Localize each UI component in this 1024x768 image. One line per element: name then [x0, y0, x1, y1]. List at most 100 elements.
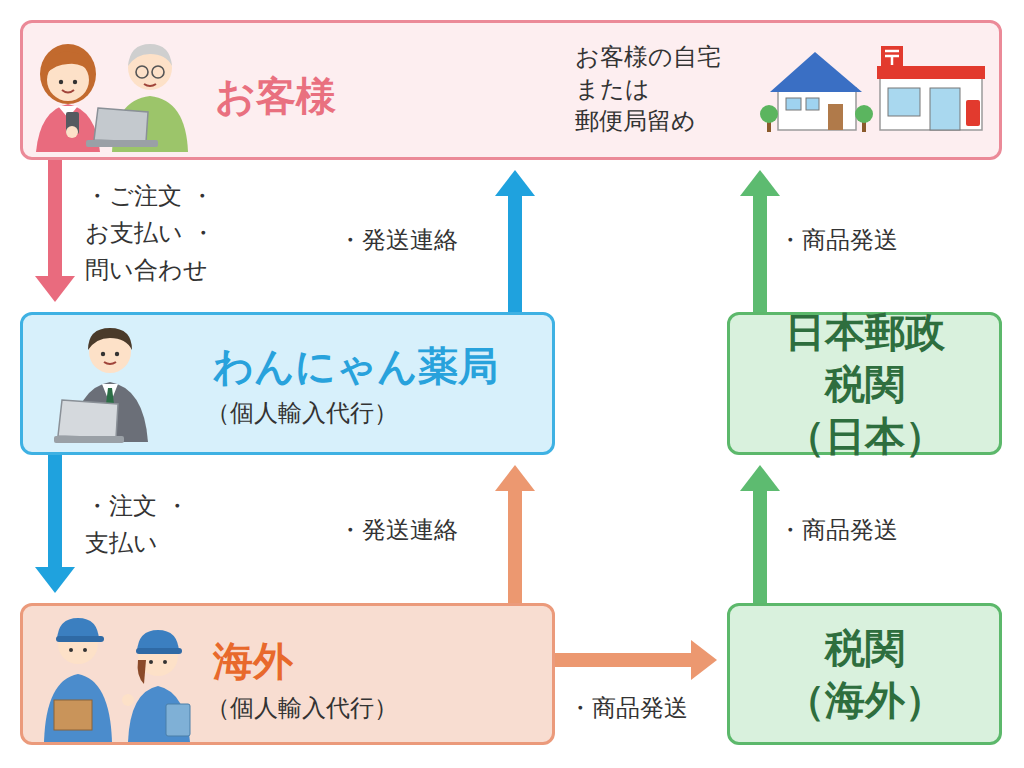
staff-figure — [54, 328, 148, 443]
process-box: 海外 （個人輸入代行） — [20, 603, 555, 745]
house-icon-part — [806, 98, 819, 110]
old-man-figure-part — [128, 46, 172, 90]
house-icon — [760, 52, 873, 132]
node-title: 税関（海外） — [750, 622, 980, 726]
worker-figure-part — [163, 660, 167, 664]
flow-arrow — [508, 196, 522, 312]
node-title: 海外 — [213, 637, 293, 685]
staff-figure-part — [101, 352, 105, 356]
worker-figure-part — [166, 704, 190, 736]
house-icon-part — [828, 104, 843, 130]
old-man-figure-part — [152, 66, 164, 78]
woman-figure-part — [40, 44, 96, 104]
worker-figure-part — [83, 648, 87, 652]
house-icon-part — [855, 105, 873, 123]
post-office-icon-part — [891, 56, 894, 65]
worker-figure-part — [128, 686, 190, 742]
house-icon-part — [778, 88, 856, 130]
worker-figure-part — [69, 648, 73, 652]
worker-figure-part — [122, 694, 134, 706]
staff-figure-part — [88, 328, 132, 350]
post-office-icon-part — [880, 74, 982, 130]
flow-arrow — [48, 455, 62, 567]
node-text: お客様の自宅 または 郵便局留め — [575, 41, 755, 137]
old-man-figure-part — [94, 108, 148, 142]
worker-figure — [44, 618, 190, 742]
woman-figure — [36, 44, 100, 152]
flow-arrow — [508, 491, 522, 603]
old-man-figure-part — [86, 140, 158, 147]
post-office-icon-part — [966, 100, 980, 126]
process-box: 税関（海外） — [727, 603, 1002, 745]
post-office-icon-part — [885, 50, 899, 53]
staff-figure-part — [89, 331, 131, 373]
process-box: 日本郵政 税関（日本） — [727, 312, 1002, 455]
flow-arrow — [555, 653, 691, 667]
staff-figure-part — [102, 384, 118, 404]
edge-label: ・注文 ・支払い — [85, 488, 215, 562]
edge-label: ・商品発送 — [778, 512, 898, 549]
old-man-figure-part — [112, 96, 188, 152]
woman-figure-part — [62, 90, 74, 93]
node-title: お客様 — [215, 72, 336, 120]
woman-figure-part — [66, 126, 78, 138]
worker-figure-part — [57, 618, 99, 640]
woman-figure-part — [46, 52, 92, 74]
edge-label: ・発送連絡 — [338, 512, 458, 549]
woman-figure-part — [59, 80, 63, 84]
post-office-icon-part — [877, 66, 985, 79]
woman-figure-part — [66, 112, 79, 134]
worker-figure-part — [136, 648, 182, 654]
house-icon-part — [862, 118, 866, 132]
worker-figure-part — [44, 674, 112, 742]
staff-figure-part — [115, 352, 119, 356]
old-man-figure-part — [136, 66, 148, 78]
edge-label: ・ご注文 ・お支払い ・問い合わせ — [85, 178, 265, 289]
staff-figure-part — [72, 382, 148, 442]
post-office-icon-part — [885, 55, 899, 58]
post-office-icon — [877, 46, 985, 130]
edge-label: ・商品発送 — [568, 690, 688, 727]
house-icon-part — [760, 105, 778, 123]
woman-figure-part — [58, 106, 78, 118]
post-office-icon-part — [881, 46, 903, 68]
old-man-figure-part — [128, 44, 172, 66]
worker-figure-part — [56, 636, 104, 642]
worker-figure-part — [137, 630, 179, 652]
staff-figure-part — [104, 362, 116, 364]
old-man-figure — [86, 44, 188, 152]
node-text: （個人輸入代行） — [206, 693, 398, 723]
node-title: 日本郵政 税関（日本） — [750, 306, 980, 462]
node-title: わんにゃん薬局 — [213, 342, 498, 390]
woman-figure-part — [73, 80, 77, 84]
flow-arrow — [48, 160, 62, 276]
house-icon-part — [770, 52, 862, 92]
edge-label: ・発送連絡 — [338, 222, 458, 259]
node-text: （個人輸入代行） — [206, 398, 398, 428]
staff-figure-part — [106, 388, 114, 410]
worker-figure-part — [58, 624, 98, 664]
post-office-icon-part — [930, 88, 960, 130]
old-man-figure-part — [144, 84, 156, 86]
house-icon-part — [786, 98, 801, 110]
edge-label: ・商品発送 — [778, 222, 898, 259]
worker-figure-part — [54, 700, 92, 730]
post-office-icon-part — [888, 88, 920, 116]
worker-figure-part — [138, 660, 146, 684]
process-box: わんにゃん薬局 （個人輸入代行） — [20, 312, 555, 455]
woman-figure-part — [47, 59, 89, 101]
staff-figure-part — [54, 436, 124, 443]
woman-figure-part — [36, 104, 100, 152]
house-icon-part — [767, 118, 771, 132]
flow-arrow — [753, 491, 767, 603]
process-box: お客様 お客様の自宅 または 郵便局留め — [20, 20, 1002, 160]
worker-figure-part — [138, 636, 178, 676]
staff-figure-part — [58, 400, 118, 438]
worker-figure-part — [149, 660, 153, 664]
flow-arrow — [753, 196, 767, 312]
